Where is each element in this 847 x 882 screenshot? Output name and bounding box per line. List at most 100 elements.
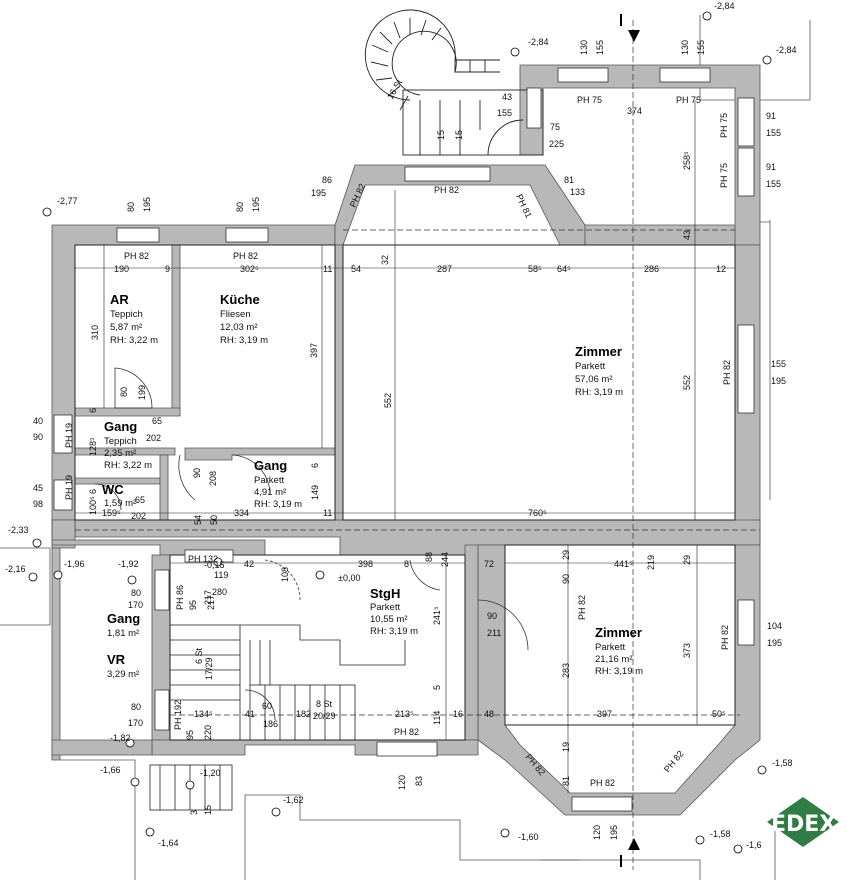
dimension-label: 3 [189, 810, 199, 815]
room-name: WC [102, 482, 124, 497]
dimension-label: 80 [119, 387, 129, 397]
window-label: PH 82 [124, 251, 149, 261]
dimension-label: 159⁵ [102, 508, 121, 518]
window-label: PH 82 [590, 778, 615, 788]
room-name: Gang [107, 611, 140, 626]
level-label: -2,77 [57, 196, 78, 206]
dimension-label: 195 [767, 638, 782, 648]
dimension-label: 552 [383, 393, 393, 408]
dimension-label: 241⁵ [432, 606, 442, 625]
dimension-texts: 80 195 80 195 130 155 130 155 86 195 81 … [33, 40, 786, 840]
dimension-label: 195 [609, 825, 619, 840]
dimension-label: 155 [696, 40, 706, 55]
dimension-label: 5 [432, 685, 442, 690]
dimension-label: 244 [440, 552, 450, 567]
room-floor: Parkett [575, 361, 605, 372]
window-label: PH 132 [188, 554, 218, 564]
dimension-label: 133 [570, 187, 585, 197]
dimension-label: 760⁵ [528, 508, 547, 518]
dimension-label: 213⁵ [395, 709, 414, 719]
dimension-label: 12 [716, 264, 726, 274]
dimension-label: 208 [208, 471, 218, 486]
dashed-lines [75, 20, 760, 870]
room-floor: Teppich [110, 309, 143, 320]
room-area: 4,91 m² [254, 487, 286, 498]
dimension-label: 65 [135, 495, 145, 505]
dimension-label: 219 [646, 555, 656, 570]
level-markers [28, 11, 772, 854]
dimension-label: 64⁵ [557, 264, 571, 274]
stairwell-stairs [149, 624, 406, 811]
dimension-label: 128⁵ [88, 437, 98, 456]
dimension-label: 58⁵ [528, 264, 542, 274]
dimension-label: 134⁵ [194, 709, 213, 719]
dimension-label: 334 [234, 508, 249, 518]
window-label: PH 86 [175, 585, 185, 610]
dimension-label: 40 [33, 416, 43, 426]
dimension-label: 98 [33, 499, 43, 509]
dimension-label: 186 [263, 719, 278, 729]
dimension-label: 217 [203, 590, 213, 605]
window-label: PH 75 [719, 163, 729, 188]
level-label: -2,84 [776, 45, 797, 55]
dimension-label: 195 [771, 376, 786, 386]
room-name: StgH [370, 586, 400, 601]
room-area: 21,16 m² [595, 654, 633, 665]
door-swings [94, 367, 529, 721]
room-floor: Parkett [254, 475, 284, 486]
window-label: PH 82 [577, 595, 587, 620]
dimension-label: 119 [214, 570, 228, 580]
room-height: RH: 3,22 m [104, 460, 152, 471]
dimension-label: 91 [766, 111, 776, 121]
edex-logo: EDEX [767, 797, 839, 847]
dimension-label: 75 [550, 122, 560, 132]
dimension-label: 81 [561, 776, 571, 786]
dimension-label: 90 [33, 432, 43, 442]
dimension-label: 29 [561, 550, 571, 560]
dimension-label: 283 [561, 663, 571, 678]
dimension-label: 202 [131, 511, 146, 521]
dimension-label: 220 [203, 725, 213, 740]
dimension-label: 373 [682, 643, 692, 658]
dimension-label: 88 [424, 552, 434, 562]
logo-text: EDEX [771, 812, 836, 837]
dimension-label: 397 [597, 709, 612, 719]
room-height: RH: 3,19 m [575, 387, 623, 398]
dimension-label: 441⁵ [614, 559, 633, 569]
dimension-label: 120 [397, 775, 407, 790]
window-label: PH 75 [719, 113, 729, 138]
level-label: ±0,00 [338, 573, 360, 583]
dimension-label: 15 [203, 805, 213, 815]
room-height: RH: 3,19 m [370, 626, 418, 637]
window-label: PH 75 [676, 95, 701, 105]
dimension-label: 72 [484, 559, 494, 569]
dimension-label: 16 [453, 709, 463, 719]
room-area: 1,59 m² [104, 498, 136, 509]
window-label: PH 75 [577, 95, 602, 105]
dimension-label: 42 [244, 559, 254, 569]
level-label: -2,33 [8, 525, 29, 535]
dimension-label: 29 [682, 555, 692, 565]
room-floor: Teppich [104, 436, 137, 447]
dimension-label: 258⁵ [682, 151, 692, 170]
level-label: -2,84 [528, 37, 549, 47]
level-label: -1,92 [118, 559, 139, 569]
dimension-label: 182 [296, 709, 311, 719]
dimension-label: 43 [682, 230, 692, 240]
dimension-label: 65 [152, 416, 162, 426]
room-area: 3,29 m² [107, 669, 139, 680]
room-name: Küche [220, 292, 260, 307]
dimension-label: 19 [561, 742, 571, 752]
dimension-label: 15 [436, 130, 446, 140]
dimension-label: 90 [561, 574, 571, 584]
dimension-label: 6 [88, 408, 98, 413]
dimension-label: 114 [432, 711, 442, 725]
dimension-label: 11 [323, 508, 332, 518]
dimension-label: 60 [262, 701, 272, 711]
window-label: PH 19 [64, 475, 74, 500]
dimension-label: 95 [185, 730, 195, 740]
dimension-label: 199 [137, 385, 147, 400]
room-area: 1,81 m² [107, 628, 139, 639]
level-label: -0,15 [204, 560, 225, 570]
